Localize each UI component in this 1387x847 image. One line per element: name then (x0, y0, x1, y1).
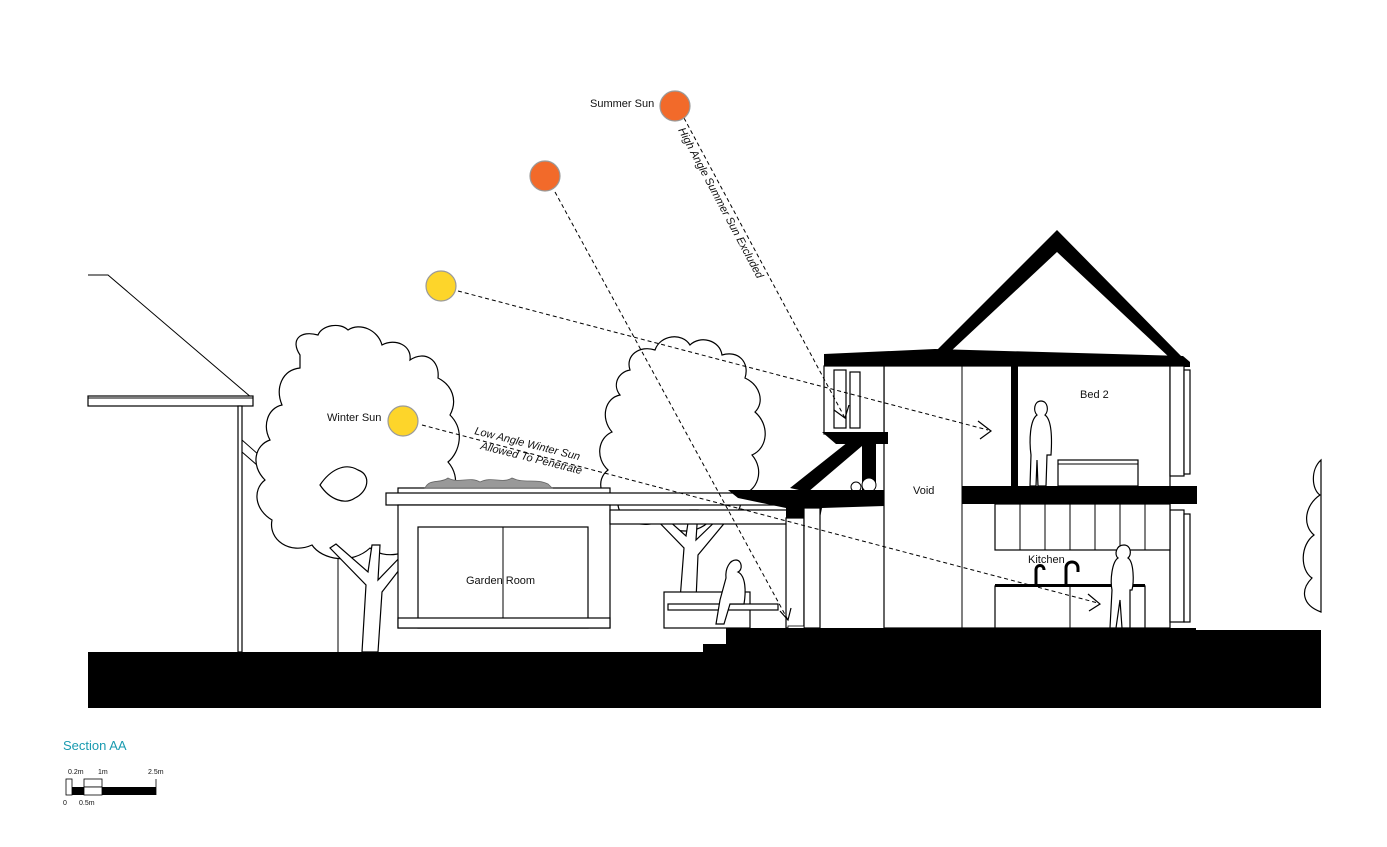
summer-sun-low-icon (529, 160, 561, 192)
void-label: Void (913, 485, 934, 497)
summer-ray-high (683, 117, 846, 419)
summer-sun-high-icon (659, 90, 691, 122)
sun-rays (421, 117, 1102, 622)
summer-sun-label: Summer Sun (590, 98, 654, 110)
scale-label-0: 0 (63, 800, 67, 807)
suns (387, 90, 691, 437)
winter-ray-lower (421, 424, 1099, 604)
scale-label-0-2m: 0.2m (68, 769, 84, 776)
winter-sun-low-icon (387, 405, 419, 437)
kitchen-label: Kitchen (1028, 554, 1065, 566)
winter-sun-high-icon (425, 270, 457, 302)
tree-middle (599, 336, 766, 601)
scale-label-0-5m: 0.5m (79, 800, 95, 807)
main-house (726, 230, 1197, 633)
section-title: Section AA (63, 738, 127, 753)
bed-2-label: Bed 2 (1080, 389, 1109, 401)
scale-label-1m: 1m (98, 769, 108, 776)
tree-right-edge (1302, 458, 1322, 613)
garden-room (385, 477, 791, 629)
summer-note-label: High Angle Summer Sun Excluded (675, 126, 765, 282)
winter-ray-upper (457, 290, 989, 431)
garden-room-label: Garden Room (466, 575, 535, 587)
scale-label-2-5m: 2.5m (148, 769, 164, 776)
ground (88, 630, 1321, 708)
winter-sun-label: Winter Sun (327, 412, 381, 424)
scale-bar: 0.2m 1m 2.5m 0 0.5m (63, 769, 164, 807)
summer-ray-steep (554, 191, 789, 621)
